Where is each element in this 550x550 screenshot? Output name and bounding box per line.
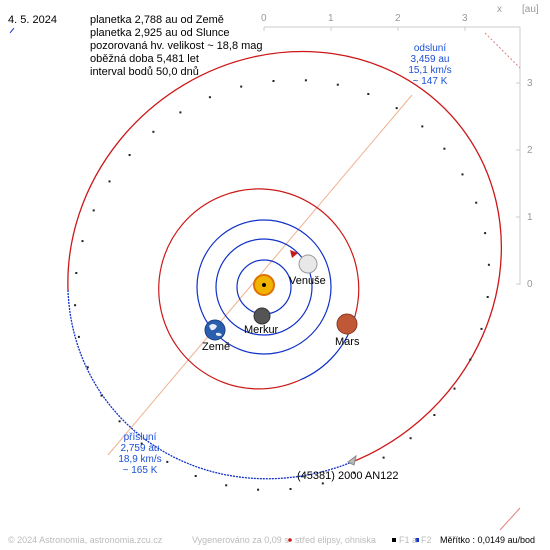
right-tick-2: 2	[527, 145, 533, 156]
orbit-point	[453, 387, 456, 390]
venus[interactable]	[298, 254, 318, 274]
perihelion-distance: 2,759 au	[120, 443, 160, 454]
legend-center: střed elipsy, ohniska	[295, 535, 376, 545]
aphelion-info: odsluní 3,459 au 15,1 km/s ~ 147 K	[400, 43, 460, 87]
orbit-point	[484, 232, 487, 235]
legend-f2-square	[415, 538, 419, 542]
orbit-point	[81, 240, 84, 243]
orbit-point	[86, 366, 89, 369]
orbit-point	[272, 80, 275, 82]
asteroid-label: (45381) 2000 AN122	[297, 470, 399, 482]
orbit-point	[166, 460, 169, 463]
orbit-point	[480, 327, 483, 330]
orbit-point	[353, 471, 356, 474]
orbit-point	[152, 130, 155, 133]
orbit-point	[75, 272, 78, 274]
right-axis-ticks	[516, 82, 520, 285]
venus-orbit-marker	[290, 250, 298, 258]
earth-land	[209, 324, 222, 336]
perihelion-info: přísluní 2,759 au 18,9 km/s ~ 165 K	[112, 432, 168, 476]
info-distance-earth: planetka 2,788 au od Země	[90, 14, 224, 26]
info-magnitude: pozorovaná hv. velikost ~ 18,8 mag	[90, 40, 263, 52]
orbit-point	[208, 96, 211, 99]
orbit-point	[77, 335, 80, 338]
mars-orbit-far	[158, 188, 360, 390]
generated-time: Vygenerováno za 0,09 s	[192, 535, 289, 545]
orbit-point	[469, 358, 472, 361]
mercury[interactable]	[253, 307, 271, 325]
aphelion-title: odsluní	[413, 43, 447, 54]
orbit-point	[487, 263, 490, 266]
orbit-point	[108, 180, 111, 183]
legend-f1-square	[392, 538, 396, 542]
venus-label: Venuše	[289, 275, 326, 287]
mars-label: Mars	[335, 336, 360, 348]
orbit-point	[179, 111, 182, 114]
top-tick-0: 0	[261, 13, 267, 24]
orbit-point	[304, 79, 307, 82]
orbit-point	[74, 304, 77, 307]
earth-label: Země	[202, 341, 231, 353]
orbit-point	[240, 85, 243, 88]
sun-center	[262, 283, 266, 287]
x-axis-label: x	[497, 4, 502, 15]
asteroid-orbit-blue	[67, 289, 353, 480]
legend-f1: F1 a	[399, 535, 418, 545]
orbit-point	[128, 154, 131, 156]
orbit-point	[100, 394, 103, 397]
orbit-point	[92, 209, 95, 212]
info-interval: interval bodů 50,0 dnů	[90, 66, 199, 78]
orbit-point	[118, 420, 121, 423]
copyright: © 2024 Astronomia, astronomia.zcu.cz	[8, 535, 163, 545]
orbit-point	[367, 93, 370, 95]
right-tick-0: 0	[527, 279, 533, 290]
orbit-point	[225, 484, 228, 487]
orbit-point	[475, 201, 478, 204]
orbit-point	[382, 456, 385, 459]
right-tick-1: 1	[527, 212, 533, 223]
aphelion-distance: 3,459 au	[410, 54, 450, 65]
info-distance-sun: planetka 2,925 au od Slunce	[90, 27, 230, 39]
orbit-point	[395, 107, 398, 110]
aphelion-temp: ~ 147 K	[412, 76, 448, 87]
orbit-point	[336, 83, 339, 86]
orbit-point	[289, 488, 292, 490]
scale-label: Měřítko : 0,0149 au/bod	[440, 535, 536, 545]
date-label: 4. 5. 2024	[8, 14, 57, 26]
perihelion-speed: 18,9 km/s	[118, 454, 162, 465]
orbit-point	[421, 125, 424, 128]
aphelion-speed: 15,1 km/s	[408, 65, 452, 76]
orbit-point	[486, 296, 489, 298]
top-tick-3: 3	[462, 13, 468, 24]
orbit-point	[409, 437, 412, 440]
right-tick-3: 3	[527, 78, 533, 89]
top-axis-ticks	[263, 27, 466, 31]
orbit-point	[461, 173, 464, 176]
offscreen-track	[484, 32, 521, 69]
orbit-point	[443, 147, 446, 150]
earth-orbit	[196, 219, 332, 355]
earth[interactable]	[204, 319, 226, 341]
venus-orbit	[215, 238, 313, 336]
orbit-point	[321, 482, 324, 485]
orbit-point	[140, 442, 143, 445]
legend-f2: F2	[421, 535, 432, 545]
top-tick-2: 2	[395, 13, 401, 24]
orbit-point	[433, 414, 436, 416]
legend-center-dot	[288, 538, 292, 542]
asteroid-orbit-points	[74, 79, 490, 491]
orbit-point	[257, 488, 260, 491]
perihelion-title: přísluní	[123, 432, 157, 443]
offscreen-track-bottom	[499, 507, 521, 531]
asteroid-marker[interactable]	[347, 454, 357, 466]
orbit-point	[194, 475, 197, 477]
perihelion-temp: ~ 165 K	[122, 465, 158, 476]
mars[interactable]	[336, 313, 358, 335]
top-tick-1: 1	[328, 13, 334, 24]
mercury-label: Merkur	[244, 324, 279, 336]
unit-label: [au]	[522, 4, 539, 15]
info-period: oběžná doba 5,481 let	[90, 53, 199, 65]
asteroid-orbit-red	[67, 50, 502, 463]
